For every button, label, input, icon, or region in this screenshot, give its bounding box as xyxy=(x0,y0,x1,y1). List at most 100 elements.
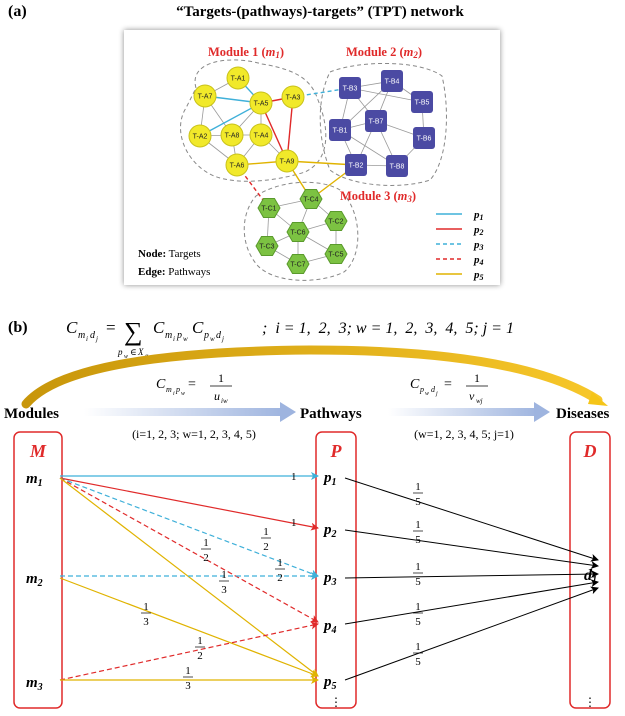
network-frame xyxy=(124,30,500,285)
pathway-disease-arrows xyxy=(344,477,599,681)
svg-text:C: C xyxy=(66,318,78,337)
svg-text:∑: ∑ xyxy=(124,317,143,346)
node-t-a5: T-A5 xyxy=(249,91,273,115)
p2-label: p2 xyxy=(322,522,337,540)
node-t-a6: T-A6 xyxy=(225,153,249,177)
arrow-m1-p3 xyxy=(59,477,319,578)
arrow-m1-p4 xyxy=(59,477,319,623)
node-t-c5: T-C5 xyxy=(324,244,348,264)
arrow-p3-d1 xyxy=(344,570,599,579)
arrow-m1-p5 xyxy=(59,477,319,677)
node-t-a4: T-A4 xyxy=(249,123,273,147)
formula-pathway-disease: C p w d j = 1 v wj xyxy=(410,371,488,405)
svg-text:p: p xyxy=(203,330,209,341)
node-t-b3: T-B3 xyxy=(339,77,361,99)
arrowhead-1 xyxy=(280,402,296,422)
svg-text:iw: iw xyxy=(221,397,228,405)
svg-text:j: j xyxy=(435,391,438,397)
arrow-p4-d1 xyxy=(344,579,599,625)
svg-text:C: C xyxy=(153,318,165,337)
arrow-m2-p5 xyxy=(59,577,319,678)
svg-text:5: 5 xyxy=(415,656,421,668)
svg-text:T-C3: T-C3 xyxy=(259,244,274,251)
legend-p1: p1 xyxy=(436,209,484,222)
svg-text:T-A1: T-A1 xyxy=(231,76,246,83)
svg-text:T-B8: T-B8 xyxy=(390,164,405,171)
svg-text:i: i xyxy=(86,335,88,343)
svg-text:=: = xyxy=(444,377,452,392)
svg-text:p2: p2 xyxy=(473,224,484,237)
svg-text:w: w xyxy=(425,391,429,397)
weight-p5-d1: 15 xyxy=(413,641,423,668)
panel-b-label: (b) xyxy=(8,319,28,336)
arrow-p5-d1 xyxy=(344,586,599,681)
node-t-a7: T-A7 xyxy=(193,84,217,108)
svg-text:w: w xyxy=(210,335,215,343)
svg-text:m: m xyxy=(166,385,172,394)
svg-text:p3: p3 xyxy=(473,239,484,252)
svg-text:=: = xyxy=(188,377,196,392)
svg-text:T-A9: T-A9 xyxy=(280,159,295,166)
svg-text:1: 1 xyxy=(415,519,421,531)
weight-m1-p5: 13 xyxy=(219,569,229,596)
svg-text:C: C xyxy=(410,377,420,392)
svg-text:T-A3: T-A3 xyxy=(286,95,301,102)
index-ranges: ; i = 1, 2, 3; w = 1, 2, 3, 4, 5; j = 1 xyxy=(262,320,514,337)
module-2-nodes: T-B3 T-B4 T-B5 T-B7 T-B1 T-B6 T-B2 T-B8 xyxy=(329,70,435,177)
node-t-b6: T-B6 xyxy=(413,127,435,149)
svg-text:5: 5 xyxy=(415,616,421,628)
svg-text:p: p xyxy=(117,347,123,357)
node-t-c1: T-C1 xyxy=(257,198,281,218)
module-1-nodes: T-A1 T-A7 T-A5 T-A3 T-A2 T-A8 T-A4 T-A6 … xyxy=(188,66,305,177)
modules-to-diseases-arc xyxy=(21,345,603,409)
node-t-b1: T-B1 xyxy=(329,119,351,141)
svg-text:T-A2: T-A2 xyxy=(193,134,208,141)
node-t-c3: T-C3 xyxy=(255,236,279,256)
svg-text:T-A6: T-A6 xyxy=(230,163,245,170)
pathways-column-box xyxy=(315,431,357,709)
svg-text:u: u xyxy=(214,389,220,403)
svg-text:1: 1 xyxy=(415,641,421,653)
svg-text:d: d xyxy=(216,330,222,341)
svg-text:T-B5: T-B5 xyxy=(415,100,430,107)
node-t-c6: T-C6 xyxy=(286,222,310,242)
svg-text:wj: wj xyxy=(476,397,483,405)
svg-text:1: 1 xyxy=(474,371,480,385)
svg-text:C: C xyxy=(192,318,204,337)
svg-text:j: j xyxy=(221,335,224,343)
arrow-p1-d1 xyxy=(344,477,599,562)
formula-module-pathway: C m i p w = 1 u iw xyxy=(156,371,232,405)
svg-text:T-B7: T-B7 xyxy=(369,119,384,126)
legend-p5: p5 xyxy=(436,269,484,282)
svg-text:T-B6: T-B6 xyxy=(417,136,432,143)
svg-text:p1: p1 xyxy=(473,209,484,222)
svg-text:3: 3 xyxy=(221,584,227,596)
svg-text:i: i xyxy=(173,391,175,397)
svg-text:d: d xyxy=(431,385,436,394)
svg-text:v: v xyxy=(469,389,475,403)
node-note: Node: Targets xyxy=(138,248,201,260)
modules-to-pathways-arrow xyxy=(84,408,284,416)
svg-text:T-C5: T-C5 xyxy=(328,252,343,259)
svg-text:w: w xyxy=(183,335,188,343)
p3-label: p3 xyxy=(322,570,337,588)
svg-text:p5: p5 xyxy=(473,269,484,282)
svg-text:1: 1 xyxy=(415,481,421,493)
pathways-to-diseases-arrow xyxy=(388,408,538,416)
module-3-title: Module 3 (m3) xyxy=(340,189,416,204)
p4-label: p4 xyxy=(322,618,337,636)
svg-text:T-C4: T-C4 xyxy=(303,197,318,204)
svg-text:T-B2: T-B2 xyxy=(349,163,364,170)
p5-label: p5 xyxy=(322,674,337,692)
weight-m2-p3: 12 xyxy=(275,557,285,584)
svg-text:∈: ∈ xyxy=(130,347,137,357)
module-3-nodes: T-C4 T-C1 T-C2 T-C6 T-C3 T-C5 T-C7 xyxy=(255,189,348,274)
node-t-b5: T-B5 xyxy=(411,91,433,113)
module-2-title: Module 2 (m2) xyxy=(346,45,422,60)
disease-ellipsis: ⋮ xyxy=(584,695,596,709)
modules-column-box xyxy=(13,431,63,709)
p1-label: p1 xyxy=(322,470,337,488)
node-t-a3: T-A3 xyxy=(281,85,305,109)
svg-text:1: 1 xyxy=(277,557,283,569)
